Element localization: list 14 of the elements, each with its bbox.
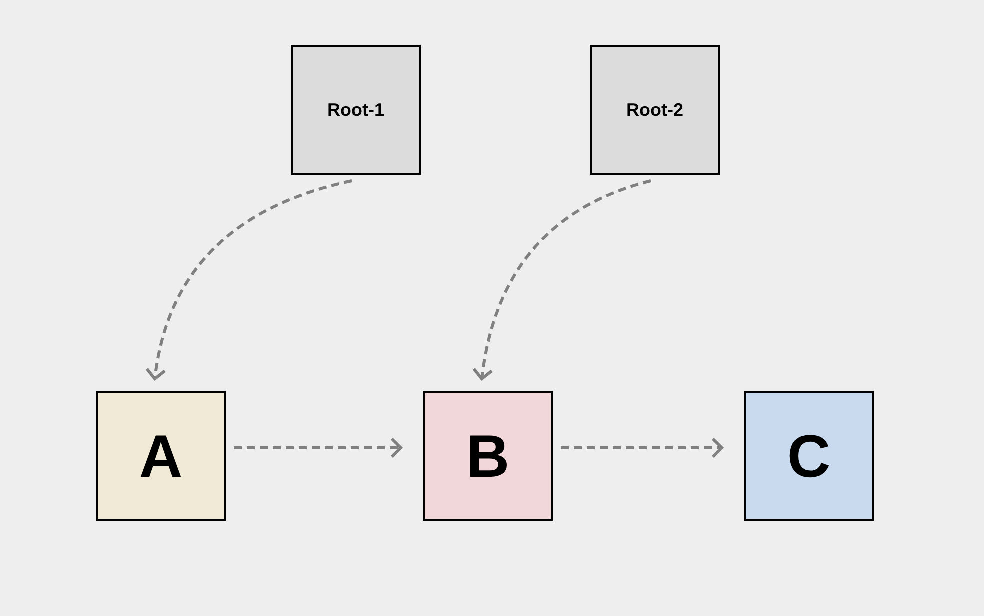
node-label: Root-1 [328, 100, 384, 120]
node-label: Root-2 [626, 100, 684, 120]
node-label: A [139, 422, 183, 490]
node-box [590, 45, 720, 175]
node-label: C [787, 422, 831, 490]
arrow [234, 438, 402, 458]
arrow [472, 180, 652, 380]
node-box [291, 45, 421, 175]
node-box [423, 391, 553, 521]
node-box [96, 391, 226, 521]
node-label: B [466, 422, 510, 490]
arrow [146, 180, 352, 380]
node-box [744, 391, 874, 521]
arrow [561, 438, 724, 458]
